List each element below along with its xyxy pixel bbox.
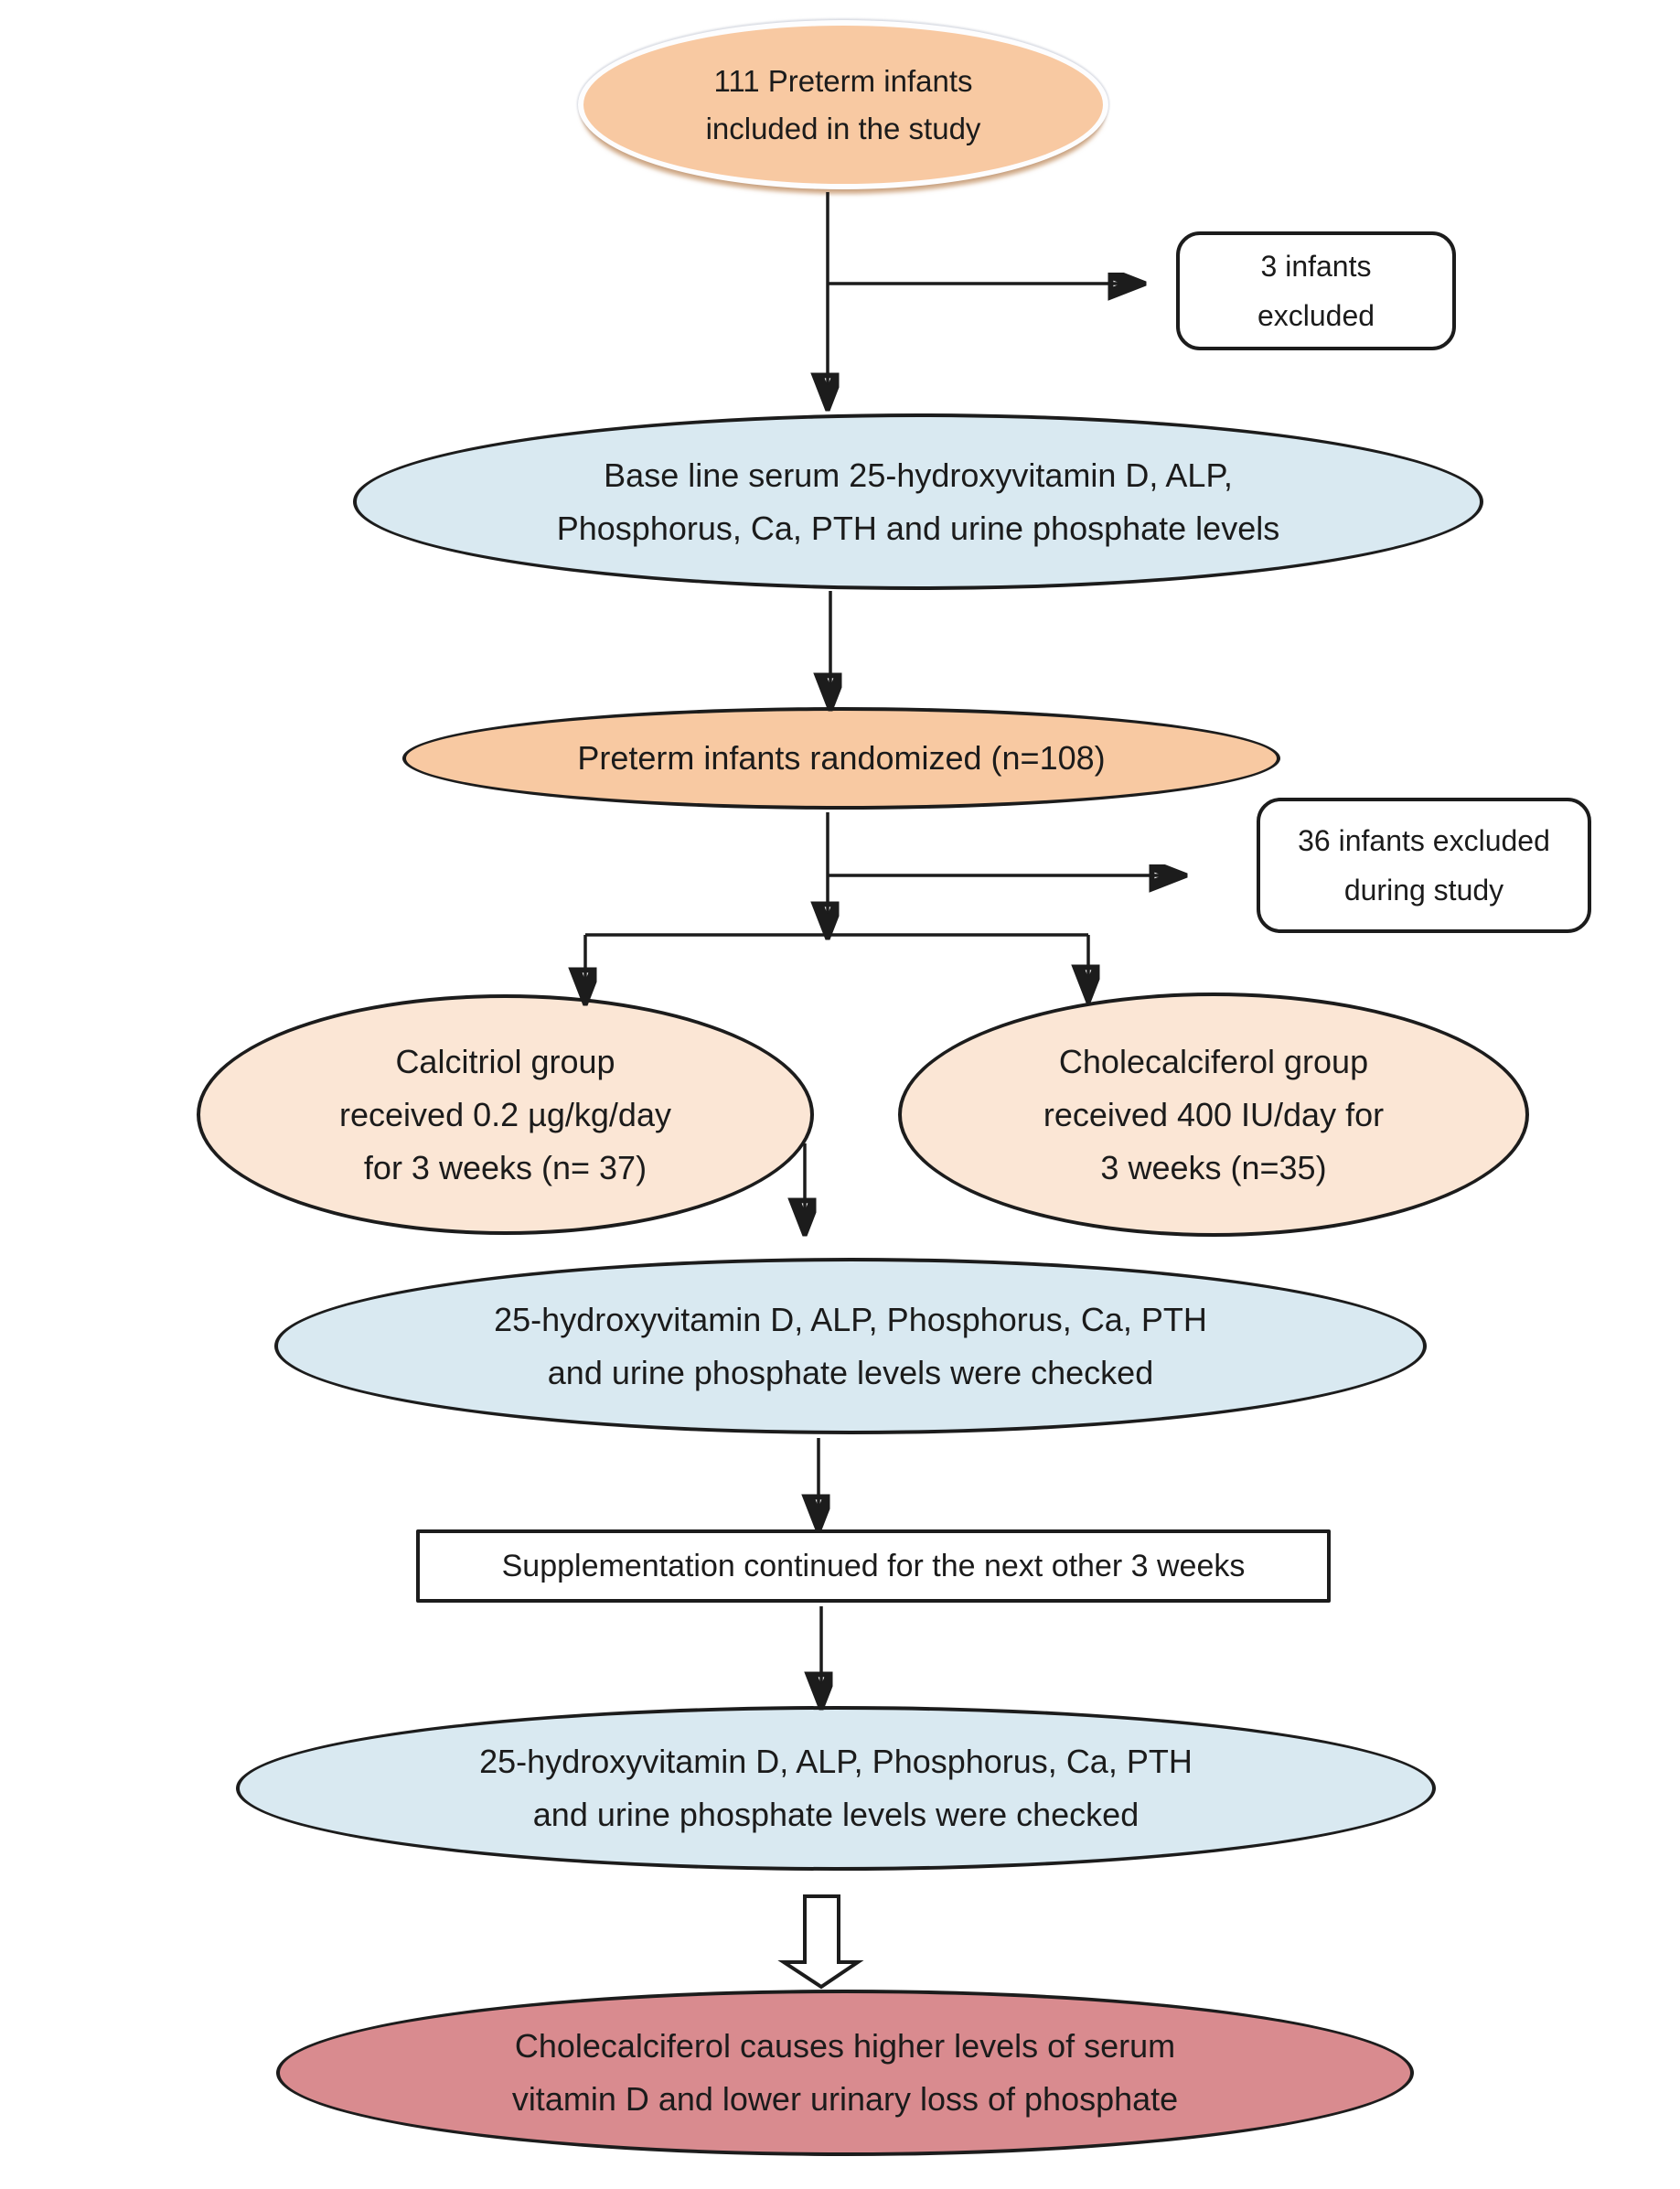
node-calcitriol-line: Calcitriol group bbox=[395, 1042, 615, 1080]
node-cholecalciferol-line: 3 weeks (n=35) bbox=[1100, 1148, 1327, 1186]
node-baseline-levels: Base line serum 25-hydroxyvitamin D, ALP… bbox=[353, 413, 1483, 590]
node-midcheck-line: and urine phosphate levels were checked bbox=[547, 1353, 1154, 1391]
node-excluded3-line: excluded bbox=[1257, 299, 1375, 332]
node-calcitriol-line: received 0.2 µg/kg/day bbox=[339, 1095, 671, 1133]
node-excluded36-line: during study bbox=[1343, 874, 1504, 907]
node-baseline-line: Phosphorus, Ca, PTH and urine phosphate … bbox=[556, 509, 1280, 547]
block-arrow-to-conclusion bbox=[777, 1894, 864, 1990]
node-calcitriol-line: for 3 weeks (n= 37) bbox=[363, 1148, 647, 1186]
node-cholecalciferol-line: received 400 IU/day for bbox=[1043, 1095, 1385, 1133]
node-levels-checked-1: 25-hydroxyvitamin D, ALP, Phosphorus, Ca… bbox=[274, 1258, 1427, 1434]
node-included-line: included in the study bbox=[705, 111, 981, 145]
node-included-in-study: 111 Preterm infants included in the stud… bbox=[578, 20, 1108, 189]
node-endcheck-line: and urine phosphate levels were checked bbox=[532, 1796, 1140, 1833]
node-endcheck-line: 25-hydroxyvitamin D, ALP, Phosphorus, Ca… bbox=[479, 1743, 1193, 1780]
node-36-infants-excluded: 36 infants excluded during study bbox=[1257, 798, 1591, 933]
node-included-line: 111 Preterm infants bbox=[713, 63, 973, 98]
node-cholecalciferol-group: Cholecalciferol group received 400 IU/da… bbox=[898, 993, 1529, 1237]
node-midcheck-line: 25-hydroxyvitamin D, ALP, Phosphorus, Ca… bbox=[494, 1300, 1207, 1338]
node-excluded3-line: 3 infants bbox=[1260, 250, 1372, 283]
node-supplementation-line: Supplementation continued for the next o… bbox=[501, 1549, 1246, 1583]
node-supplementation-continued: Supplementation continued for the next o… bbox=[416, 1529, 1331, 1603]
node-excluded36-line: 36 infants excluded bbox=[1298, 824, 1550, 857]
node-calcitriol-group: Calcitriol group received 0.2 µg/kg/day … bbox=[197, 994, 814, 1235]
node-levels-checked-2: 25-hydroxyvitamin D, ALP, Phosphorus, Ca… bbox=[236, 1706, 1436, 1871]
node-baseline-line: Base line serum 25-hydroxyvitamin D, ALP… bbox=[604, 456, 1233, 494]
node-conclusion-line: Cholecalciferol causes higher levels of … bbox=[514, 2027, 1176, 2065]
node-conclusion: Cholecalciferol causes higher levels of … bbox=[276, 1990, 1414, 2156]
node-3-infants-excluded: 3 infants excluded bbox=[1176, 231, 1456, 350]
node-randomized-line: Preterm infants randomized (n=108) bbox=[577, 739, 1106, 777]
node-cholecalciferol-line: Cholecalciferol group bbox=[1058, 1042, 1369, 1080]
node-randomized: Preterm infants randomized (n=108) bbox=[402, 707, 1280, 810]
node-conclusion-line: vitamin D and lower urinary loss of phos… bbox=[511, 2080, 1179, 2118]
